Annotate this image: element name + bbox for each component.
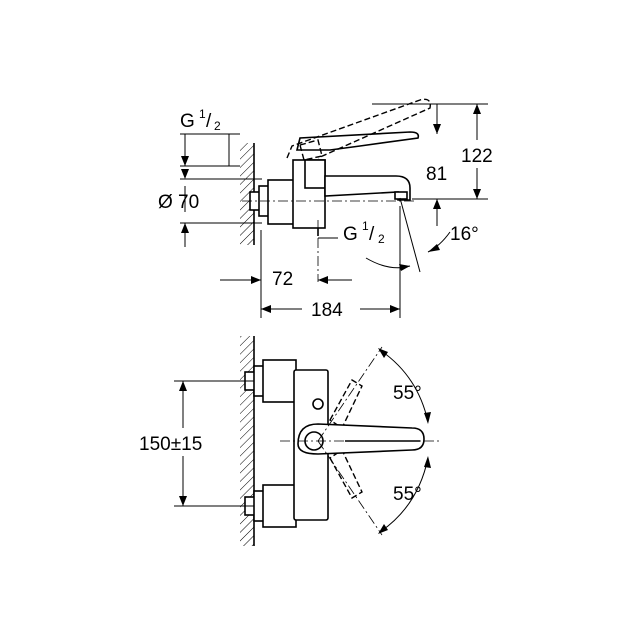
diameter-label: Ø 70 bbox=[158, 192, 199, 213]
thread-bottom-denominator: 2 bbox=[378, 232, 385, 246]
thread-bottom-dimension: G 1 / 2 bbox=[318, 219, 385, 246]
depth-total-label: 184 bbox=[311, 300, 343, 321]
lever-raised-side bbox=[286, 98, 431, 161]
top-view: 55° 55° 150±15 bbox=[139, 336, 440, 546]
depth-total-dimension: 184 bbox=[261, 206, 401, 321]
lever-rotated-up bbox=[329, 379, 363, 430]
thread-top-slash: / bbox=[206, 111, 212, 132]
thread-bottom-letter: G bbox=[343, 224, 358, 245]
spout-angle-dimension: 16° bbox=[365, 224, 479, 271]
rotation-down-label: 55° bbox=[393, 484, 422, 505]
rotation-up-label: 55° bbox=[393, 383, 422, 404]
height-total-label: 122 bbox=[461, 146, 493, 167]
diameter-dimension: Ø 70 bbox=[158, 169, 262, 247]
height-spout-label: 81 bbox=[426, 164, 447, 185]
side-view: G 1 / 2 Ø 70 G 1 / 2 bbox=[158, 98, 493, 321]
thread-top-dimension: G 1 / 2 bbox=[180, 107, 240, 167]
rotation-up-dimension: 55° bbox=[378, 348, 431, 424]
thread-top-denominator: 2 bbox=[214, 119, 221, 133]
depth-inlet-label: 72 bbox=[272, 269, 293, 290]
mixer-body-side bbox=[292, 159, 411, 229]
wall-connector-side bbox=[249, 179, 295, 225]
spout-angle-label: 16° bbox=[450, 224, 479, 245]
centre-distance-dimension: 150±15 bbox=[139, 380, 254, 507]
lever-rotated-down bbox=[329, 448, 363, 499]
aerator-top bbox=[312, 398, 324, 410]
rotation-down-dimension: 55° bbox=[378, 456, 431, 534]
thread-bottom-numerator: 1 bbox=[362, 219, 369, 233]
thread-top-numerator: 1 bbox=[199, 107, 206, 121]
lever-top bbox=[297, 423, 425, 455]
height-total-dimension: 122 bbox=[446, 103, 493, 200]
centre-distance-label: 150±15 bbox=[139, 434, 202, 455]
thread-top-letter: G bbox=[180, 111, 195, 132]
height-spout-dimension: 81 bbox=[372, 103, 447, 226]
thread-bottom-slash: / bbox=[369, 224, 375, 245]
depth-inlet-dimension: 72 bbox=[220, 230, 352, 318]
